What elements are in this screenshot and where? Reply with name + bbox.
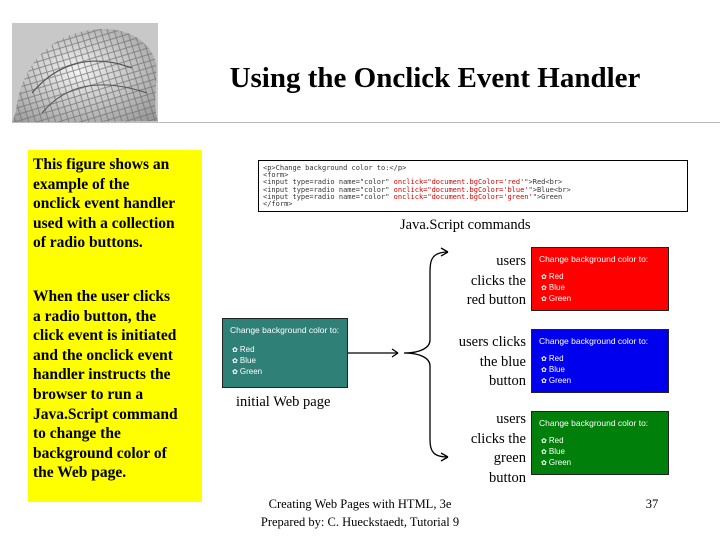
red-result-page: Change background color to: ✿Red ✿Blue ✿…	[531, 247, 669, 311]
bullet-panel: This figure shows an example of the oncl…	[28, 150, 202, 502]
code-line: <form>	[263, 171, 289, 179]
header-divider	[12, 122, 720, 123]
code-line: <input type=radio name="color" onclick="…	[263, 186, 571, 194]
radio-icon: ✿	[541, 296, 547, 303]
radio-icon: ✿	[232, 358, 238, 365]
page-heading: Change background color to:	[230, 325, 340, 335]
radio-option[interactable]: ✿Green	[232, 367, 263, 376]
radio-option[interactable]: ✿Red	[541, 436, 564, 445]
radio-icon: ✿	[232, 369, 238, 376]
code-caption: Java.Script commands	[400, 217, 531, 233]
green-result-label: users clicks the green button	[470, 411, 526, 486]
initial-web-page: Change background color to: ✿Red ✿Blue ✿…	[222, 318, 348, 388]
logo-image	[12, 23, 158, 123]
page-heading: Change background color to:	[539, 254, 649, 264]
radio-option[interactable]: ✿Green	[541, 294, 572, 303]
code-line: <input type=radio name="color" onclick="…	[263, 178, 563, 186]
radio-icon: ✿	[541, 285, 547, 292]
radio-option[interactable]: ✿Red	[232, 345, 255, 354]
radio-icon: ✿	[541, 367, 547, 374]
page-heading: Change background color to:	[539, 336, 649, 346]
radio-option[interactable]: ✿Green	[541, 458, 572, 467]
radio-icon: ✿	[541, 274, 547, 281]
code-line: <input type=radio name="color" onclick="…	[263, 193, 563, 201]
slide-title: Using the Onclick Event Handler	[229, 62, 641, 94]
footer-author: Prepared by: C. Hueckstaedt, Tutorial 9	[260, 515, 460, 529]
page-heading: Change background color to:	[539, 418, 649, 428]
initial-page-caption: initial Web page	[236, 394, 331, 410]
radio-icon: ✿	[541, 378, 547, 385]
blue-result-page: Change background color to: ✿Red ✿Blue ✿…	[531, 329, 669, 393]
page-number: 37	[645, 497, 659, 511]
radio-option[interactable]: ✿Blue	[541, 283, 565, 292]
bullet-text-1: This figure shows an example of the oncl…	[33, 156, 176, 252]
radio-option[interactable]: ✿Green	[541, 376, 572, 385]
bullet-text-2: When the user clicks a radio button, the…	[33, 288, 178, 482]
red-result-label: users clicks the red button	[466, 253, 526, 308]
radio-option[interactable]: ✿Red	[541, 354, 564, 363]
radio-option[interactable]: ✿Blue	[541, 365, 565, 374]
blue-result-label: users clicks the blue button	[458, 334, 526, 389]
radio-icon: ✿	[541, 449, 547, 456]
green-result-page: Change background color to: ✿Red ✿Blue ✿…	[531, 411, 669, 475]
radio-icon: ✿	[541, 356, 547, 363]
code-line: <p>Change background color to:</p>	[263, 164, 407, 172]
radio-icon: ✿	[541, 438, 547, 445]
radio-option[interactable]: ✿Blue	[541, 447, 565, 456]
code-line: </form>	[263, 200, 293, 208]
radio-icon: ✿	[232, 347, 238, 354]
footer-course: Creating Web Pages with HTML, 3e	[268, 497, 452, 511]
radio-icon: ✿	[541, 460, 547, 467]
radio-option[interactable]: ✿Blue	[232, 356, 256, 365]
radio-option[interactable]: ✿Red	[541, 272, 564, 281]
code-listing: <p>Change background color to:</p> <form…	[258, 160, 688, 212]
